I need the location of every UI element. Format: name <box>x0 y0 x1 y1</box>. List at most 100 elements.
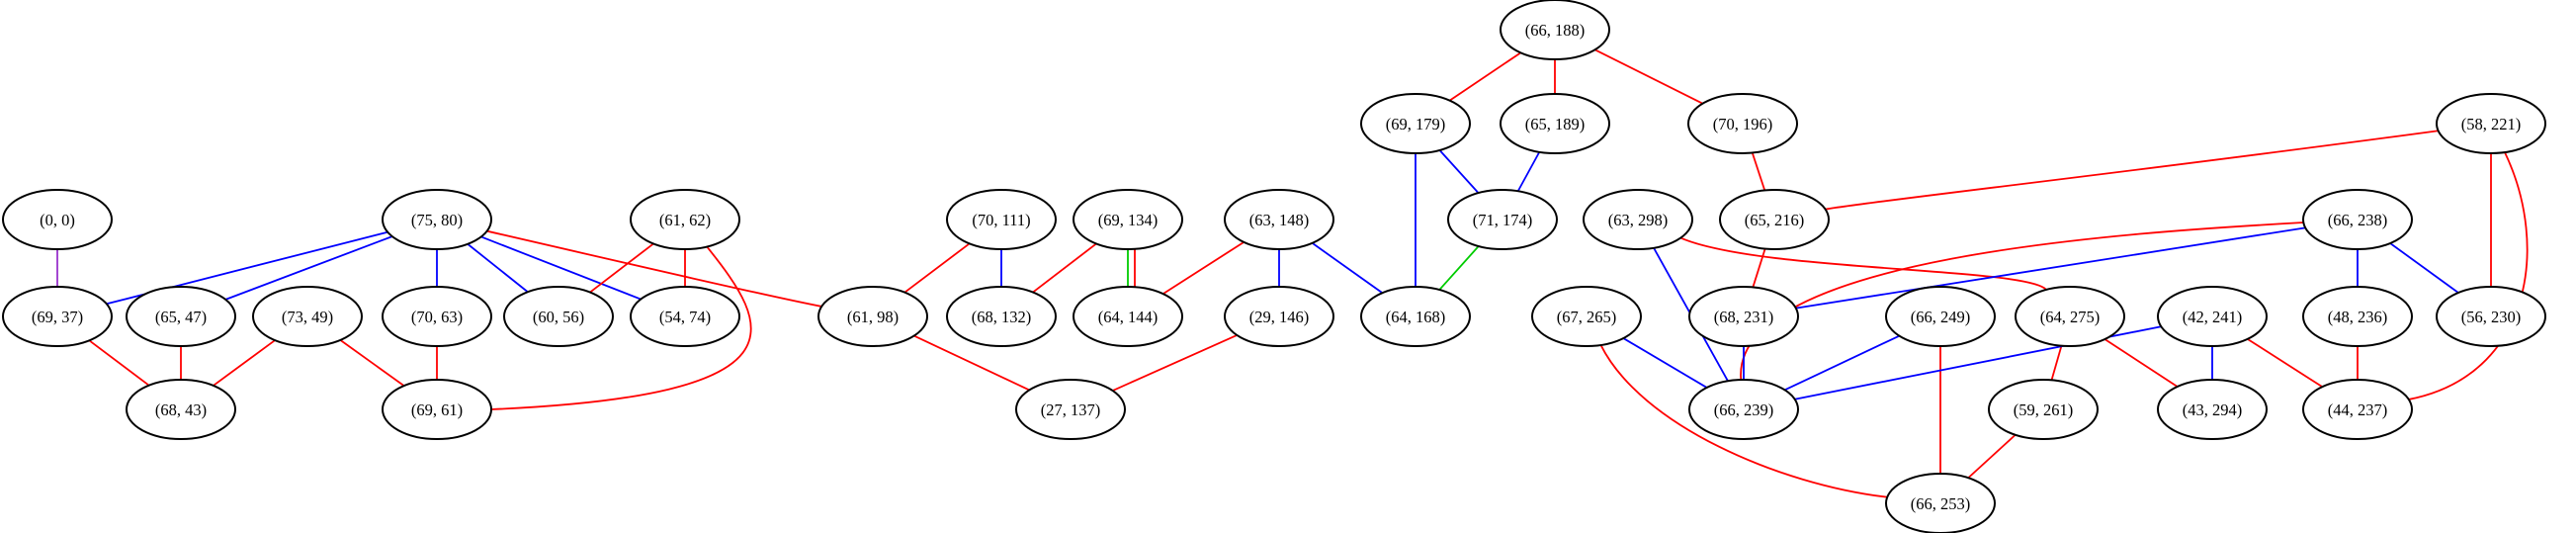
node-label: (29, 146) <box>1249 308 1310 326</box>
node-label: (69, 37) <box>32 308 83 326</box>
graph-node: (68, 43) <box>126 379 236 440</box>
edge-n5-n23 <box>1162 241 1245 295</box>
graph-node: (66, 238) <box>2302 189 2413 250</box>
node-ellipse <box>946 286 1057 347</box>
edge-n2-n19 <box>589 242 654 294</box>
graph-node: (70, 196) <box>1687 93 1798 154</box>
node-label: (71, 174) <box>1473 211 1533 229</box>
node-ellipse <box>2436 93 2546 154</box>
node-ellipse <box>2302 286 2413 347</box>
edge-n37-n40 <box>1967 434 2017 479</box>
node-label: (66, 253) <box>1911 494 1971 513</box>
graph-node: (70, 63) <box>382 286 492 347</box>
node-ellipse <box>817 286 928 347</box>
node-label: (66, 238) <box>2328 211 2388 229</box>
edge-n5-n25 <box>1311 242 1384 294</box>
node-ellipse <box>1885 286 1996 347</box>
graph-node: (63, 148) <box>1224 189 1334 250</box>
graph-node: (66, 239) <box>1688 379 1799 440</box>
node-ellipse <box>1719 189 1830 250</box>
node-ellipse <box>1500 93 1610 154</box>
node-ellipse <box>2436 286 2546 347</box>
graph-node: (65, 216) <box>1719 189 1830 250</box>
node-ellipse <box>382 189 492 250</box>
node-label: (65, 189) <box>1525 115 1586 133</box>
node-label: (66, 188) <box>1525 21 1586 40</box>
node-ellipse <box>1531 286 1642 347</box>
node-ellipse <box>126 286 236 347</box>
node-label: (59, 261) <box>2014 400 2074 419</box>
graph-node: (65, 47) <box>126 286 236 347</box>
graph-node: (67, 265) <box>1531 286 1642 347</box>
edge-n3-n21 <box>903 242 971 294</box>
node-label: (64, 144) <box>1098 308 1159 326</box>
node-label: (64, 275) <box>2040 308 2101 326</box>
edge-n26-n36 <box>1622 337 1708 389</box>
node-label: (43, 294) <box>2183 400 2243 419</box>
node-ellipse <box>252 286 363 347</box>
edge-n10-n25 <box>1438 245 1480 291</box>
node-label: (73, 49) <box>282 308 333 326</box>
node-label: (61, 62) <box>659 211 711 229</box>
node-label: (69, 134) <box>1098 211 1159 229</box>
node-label: (68, 132) <box>972 308 1032 326</box>
node-label: (60, 56) <box>533 308 584 326</box>
node-label: (0, 0) <box>40 211 75 229</box>
graph-node: (42, 241) <box>2157 286 2268 347</box>
node-label: (66, 239) <box>1714 400 1774 419</box>
node-label: (48, 236) <box>2328 308 2388 326</box>
edge-n1-n21 <box>486 229 822 308</box>
node-label: (63, 148) <box>1249 211 1310 229</box>
graph-node: (54, 74) <box>630 286 740 347</box>
graph-node: (75, 80) <box>382 189 492 250</box>
graph-node: (59, 261) <box>1988 379 2099 440</box>
node-ellipse <box>1073 286 1183 347</box>
graph-node: (61, 62) <box>630 189 740 250</box>
node-ellipse <box>2015 286 2125 347</box>
node-ellipse <box>1687 93 1798 154</box>
edge-n29-n37 <box>2050 345 2063 381</box>
edge-n15-n33 <box>88 339 150 387</box>
graph-node: (65, 189) <box>1500 93 1610 154</box>
graph-node: (64, 168) <box>1360 286 1471 347</box>
node-label: (69, 61) <box>411 400 463 419</box>
edge-n4-n22 <box>1032 242 1097 294</box>
node-label: (44, 237) <box>2328 400 2388 419</box>
node-ellipse <box>2 189 113 250</box>
node-ellipse <box>1688 286 1799 347</box>
graph-node: (43, 294) <box>2157 379 2268 440</box>
node-ellipse <box>1885 473 1996 533</box>
node-label: (75, 80) <box>411 211 463 229</box>
edge-n28-n36 <box>1784 334 1900 392</box>
edge-n14-n32 <box>2389 242 2459 294</box>
node-label: (27, 137) <box>1041 400 1101 419</box>
graph-node: (29, 146) <box>1224 286 1334 347</box>
node-label: (70, 196) <box>1713 115 1773 133</box>
node-ellipse <box>2302 379 2413 440</box>
node-ellipse <box>630 286 740 347</box>
node-label: (56, 230) <box>2461 308 2522 326</box>
graph-node: (27, 137) <box>1015 379 1126 440</box>
node-ellipse <box>1583 189 1693 250</box>
edge-n11-n29 <box>1679 236 2047 291</box>
node-ellipse <box>2157 286 2268 347</box>
edge-n1-n20 <box>480 235 642 301</box>
graph-node: (64, 144) <box>1073 286 1183 347</box>
node-label: (69, 179) <box>1386 115 1446 133</box>
node-label: (63, 298) <box>1608 211 1669 229</box>
node-ellipse <box>1360 93 1471 154</box>
graph-node: (66, 253) <box>1885 473 1996 533</box>
node-ellipse <box>1224 286 1334 347</box>
edge-n2-n34 <box>490 245 752 410</box>
node-ellipse <box>1360 286 1471 347</box>
node-label: (42, 241) <box>2183 308 2243 326</box>
node-label: (68, 231) <box>1714 308 1774 326</box>
node-label: (65, 216) <box>1745 211 1805 229</box>
graph-node: (0, 0) <box>2 189 113 250</box>
node-label: (70, 63) <box>411 308 463 326</box>
node-ellipse <box>1224 189 1334 250</box>
edge-n26-n40 <box>1599 344 1888 498</box>
graph-node: (69, 134) <box>1073 189 1183 250</box>
